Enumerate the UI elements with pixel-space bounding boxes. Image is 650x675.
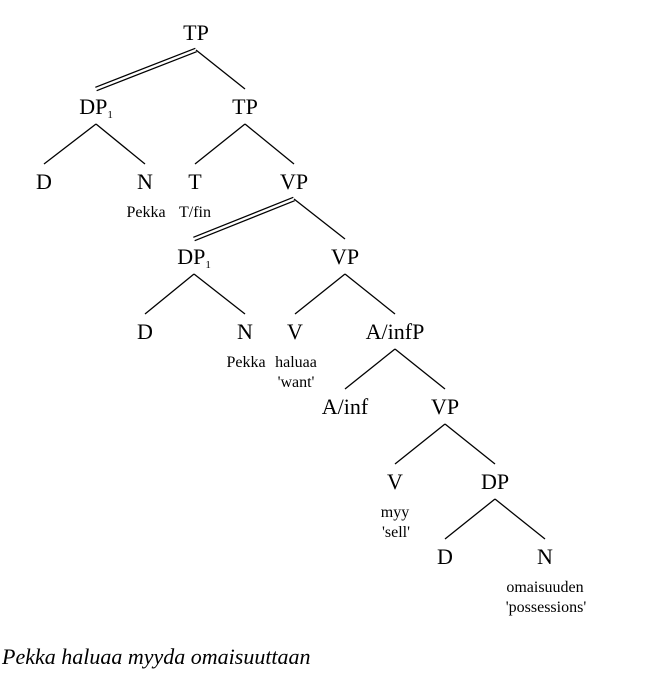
edge-vp-1-to-dp1-low-b — [194, 200, 295, 242]
edge-tp-mid-to-t — [194, 123, 246, 165]
node-dp-obj: DP — [481, 469, 509, 494]
edge-dp1-top-to-n-top — [95, 123, 146, 165]
node-ainf: A/inf — [322, 394, 369, 419]
edge-dp-obj-to-d-obj — [444, 498, 496, 540]
edge-vp-2-to-v-want — [294, 273, 346, 315]
node-n-low: N — [237, 319, 253, 344]
node-n-obj: N — [537, 544, 553, 569]
leaf-omaisuuden: omaisuuden — [506, 579, 583, 596]
node-d-top: D — [36, 169, 52, 194]
tree-edges — [43, 47, 546, 540]
node-dp1-low: DP1 — [177, 244, 211, 271]
leaf-tfin: T/fin — [179, 204, 211, 221]
edge-tp-root-to-dp1-top-a — [95, 47, 196, 88]
leaf-possessions: 'possessions' — [506, 599, 587, 616]
edge-tp-root-to-tp-mid — [195, 49, 246, 90]
sentence-caption: Pekka haluaa myyda omaisuuttaan — [2, 644, 311, 669]
edge-dp1-top-to-d-top — [43, 123, 97, 165]
leaf-myy: myy — [381, 504, 409, 521]
node-vp-1: VP — [280, 169, 308, 194]
node-tp-root: TP — [183, 20, 209, 45]
node-d-low: D — [137, 319, 153, 344]
node-v-want: V — [287, 319, 303, 344]
edge-vp-3-to-v-sell — [394, 423, 446, 465]
node-v-sell: V — [387, 469, 403, 494]
edge-ainfp-to-ainf — [344, 348, 396, 390]
node-dp1-top: DP1 — [79, 94, 113, 121]
node-d-obj: D — [437, 544, 453, 569]
edge-vp-1-to-dp1-low-a — [193, 196, 294, 238]
leaf-pekka-top: Pekka — [126, 204, 165, 221]
leaf-pekka-low: Pekka — [226, 354, 265, 371]
edge-vp-3-to-dp-obj — [444, 423, 496, 465]
edge-dp1-low-to-d-low — [144, 273, 195, 315]
edge-tp-root-to-dp1-top-b — [96, 51, 197, 92]
edge-tp-mid-to-vp-1 — [244, 123, 295, 165]
leaf-sell: 'sell' — [382, 524, 410, 541]
edge-vp-1-to-vp-2 — [293, 198, 346, 240]
node-t: T — [188, 169, 202, 194]
edge-vp-2-to-ainfp — [344, 273, 396, 315]
node-n-top: N — [137, 169, 153, 194]
node-ainfp: A/infP — [366, 319, 425, 344]
edge-dp-obj-to-n-obj — [494, 498, 546, 540]
leaf-want: 'want' — [278, 374, 315, 391]
node-vp-2: VP — [331, 244, 359, 269]
node-tp-mid: TP — [232, 94, 258, 119]
node-vp-3: VP — [431, 394, 459, 419]
leaf-haluaa: haluaa — [275, 354, 317, 371]
edge-dp1-low-to-n-low — [193, 273, 246, 315]
edge-ainfp-to-vp-3 — [394, 348, 446, 390]
